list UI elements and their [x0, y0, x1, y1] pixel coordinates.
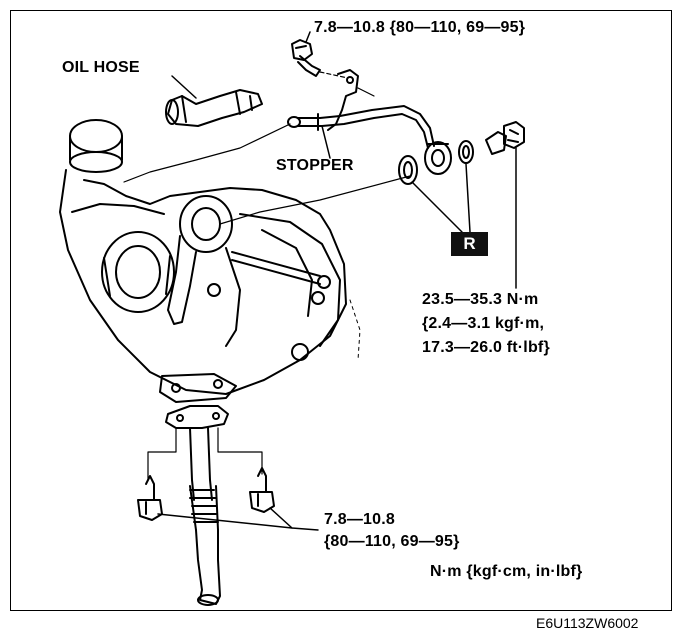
- banjo-torque-line-1: 23.5—35.3 N·m: [422, 291, 539, 308]
- turbocharger-body: [59, 119, 361, 403]
- replace-part-badge: R: [451, 232, 488, 256]
- oil-pipe: [287, 105, 435, 149]
- oil-hose-label: OIL HOSE: [62, 59, 140, 76]
- oil-hose: [165, 89, 263, 127]
- washer-left-icon: [398, 155, 418, 185]
- units-legend: N·m {kgf·cm, in·lbf}: [430, 563, 583, 580]
- top-torque-label: 7.8—10.8 {80—110, 69—95}: [314, 19, 526, 36]
- bottom-torque-line-1: 7.8—10.8: [324, 511, 395, 528]
- figure-code: E6U113ZW6002: [536, 615, 639, 631]
- oil-pipe-bracket: [327, 69, 359, 131]
- oil-return-flange: [165, 405, 229, 429]
- washer-right-icon: [458, 140, 474, 164]
- bottom-bolt-left-icon: [137, 475, 163, 521]
- banjo-torque-line-3: 17.3—26.0 ft·lbf}: [422, 339, 550, 356]
- banjo-bolt-icon: [485, 121, 525, 155]
- bottom-torque-line-2: {80—110, 69—95}: [324, 533, 460, 550]
- bottom-bolt-right-icon: [249, 467, 275, 513]
- banjo-fitting: [424, 141, 452, 175]
- diagram-frame: [10, 10, 672, 611]
- top-bolt-icon: [291, 39, 321, 77]
- banjo-torque-line-2: {2.4—3.1 kgf·m,: [422, 315, 545, 332]
- oil-return-pipe: [189, 427, 221, 606]
- stopper-label: STOPPER: [276, 157, 354, 174]
